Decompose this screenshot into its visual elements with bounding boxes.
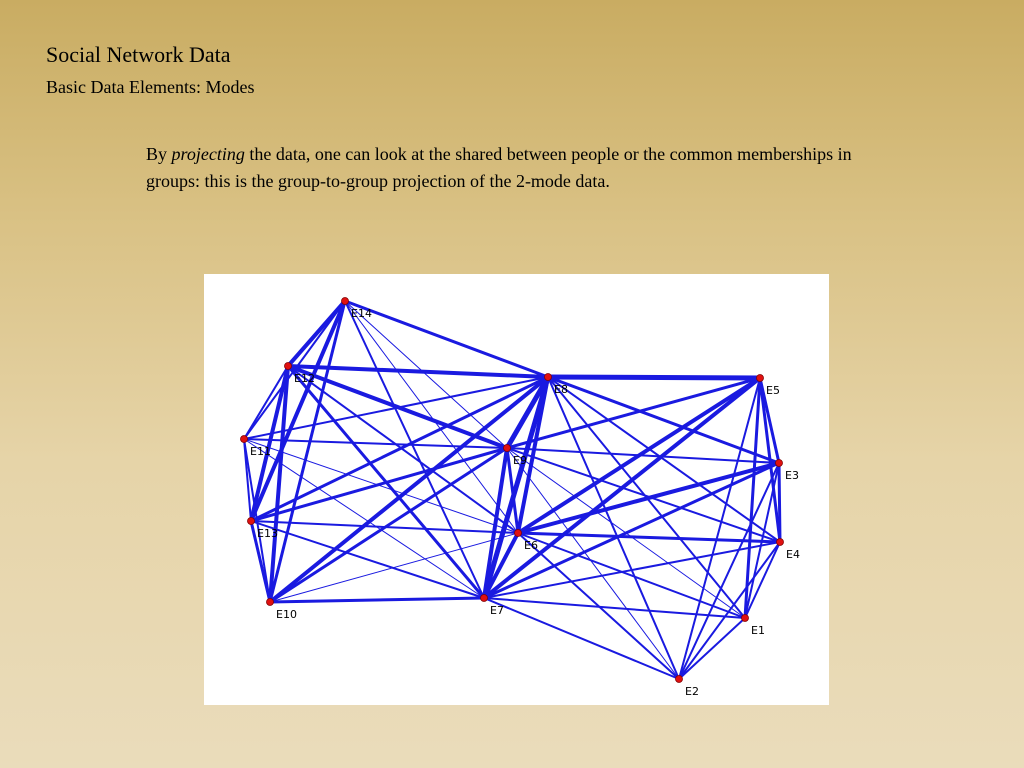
edge-e6-e5: [516, 376, 762, 535]
edge-e5-e1: [743, 376, 762, 620]
node-e4: [776, 538, 784, 546]
edge-e13-e7: [250, 520, 485, 599]
edge-e12-e8: [286, 364, 550, 379]
edge-e11-e6: [243, 438, 519, 534]
node-e7: [480, 594, 488, 602]
edge-e7-e4: [483, 541, 781, 599]
node-label-e10: E10: [276, 608, 297, 621]
node-e9: [503, 444, 511, 452]
edge-e6-e2: [517, 532, 680, 680]
edge-e12-e6: [287, 365, 519, 534]
body-text-start: By: [146, 144, 172, 164]
node-label-e8: E8: [554, 383, 568, 396]
edge-e14-e12: [286, 299, 347, 368]
edge-e12-e11: [243, 365, 289, 440]
node-label-e1: E1: [751, 624, 765, 637]
edge-e13-e9: [249, 446, 509, 523]
edge-e11-e7: [243, 438, 485, 599]
node-e12: [284, 362, 292, 370]
edge-e9-e7: [482, 446, 509, 600]
node-e5: [756, 374, 764, 382]
node-label-e7: E7: [490, 604, 504, 617]
edge-e14-e9: [344, 300, 508, 449]
edge-e7-e2: [483, 597, 680, 680]
edge-e9-e2: [506, 447, 680, 680]
edge-e5-e2: [678, 377, 761, 680]
edge-e7-e3: [482, 461, 781, 600]
body-text-end: the data, one can look at the shared bet…: [146, 144, 852, 191]
edge-e7-e5: [482, 376, 762, 600]
node-label-e6: E6: [524, 539, 538, 552]
body-emphasis: projecting: [171, 144, 245, 164]
edge-e8-e9: [504, 374, 551, 451]
node-label-e2: E2: [685, 685, 699, 698]
edge-e5-e4: [758, 376, 782, 544]
edge-e9-e5: [505, 376, 762, 450]
edge-e7-e6: [482, 531, 520, 600]
node-label-e14: E14: [351, 307, 372, 320]
edge-e8-e7: [481, 374, 551, 601]
node-label-e11: E11: [250, 445, 271, 458]
slide-title: Social Network Data: [46, 42, 231, 67]
edge-e9-e3: [506, 447, 780, 464]
edge-e13-e10: [249, 519, 272, 604]
edge-e4-e2: [678, 541, 781, 680]
edge-e10-e9: [268, 446, 509, 604]
node-e6: [514, 529, 522, 537]
edge-e8-e6: [516, 375, 550, 535]
edge-e4-e1: [744, 541, 781, 619]
node-e14: [341, 297, 349, 305]
edge-e10-e6: [269, 532, 519, 603]
edge-e1-e2: [678, 617, 746, 680]
edge-e6-e4: [516, 531, 782, 544]
edge-e9-e4: [506, 447, 781, 543]
edge-e14-e8: [343, 299, 550, 379]
edge-e11-e13: [243, 438, 252, 522]
body-paragraph: By projecting the data, one can look at …: [146, 141, 906, 195]
node-e11: [240, 435, 248, 443]
node-label-e12: E12: [294, 372, 315, 385]
node-e1: [741, 614, 749, 622]
edge-e8-e5: [545, 374, 763, 381]
node-label-e5: E5: [766, 384, 780, 397]
edge-e14-e6: [344, 300, 519, 534]
edge-e14-e10: [268, 299, 347, 604]
node-label-e9: E9: [513, 454, 527, 467]
node-label-e3: E3: [785, 469, 799, 482]
edge-e8-e2: [547, 376, 680, 680]
node-e13: [247, 517, 255, 525]
edge-e10-e7: [268, 596, 486, 604]
edge-e8-e4: [547, 376, 781, 543]
node-e8: [544, 373, 552, 381]
edge-e13-e8: [249, 375, 550, 523]
node-e3: [775, 459, 783, 467]
edge-e3-e2: [678, 462, 780, 680]
edge-e6-e1: [517, 532, 746, 619]
node-e2: [675, 675, 683, 683]
edge-e10-e8: [268, 375, 550, 604]
edge-e6-e3: [516, 461, 781, 535]
edge-e14-e13: [249, 299, 347, 523]
edge-e9-e6: [505, 446, 520, 535]
node-label-e4: E4: [786, 548, 800, 561]
edge-e12-e10: [268, 364, 290, 604]
edge-e11-e8: [243, 376, 549, 440]
edge-e3-e4: [777, 461, 782, 544]
slide-subtitle: Basic Data Elements: Modes: [46, 77, 255, 97]
edges-layer: [243, 299, 782, 680]
edge-e12-e13: [249, 364, 290, 523]
node-e10: [266, 598, 274, 606]
node-label-e13: E13: [257, 527, 278, 540]
edge-e7-e1: [483, 597, 746, 619]
edge-e3-e1: [744, 462, 780, 619]
